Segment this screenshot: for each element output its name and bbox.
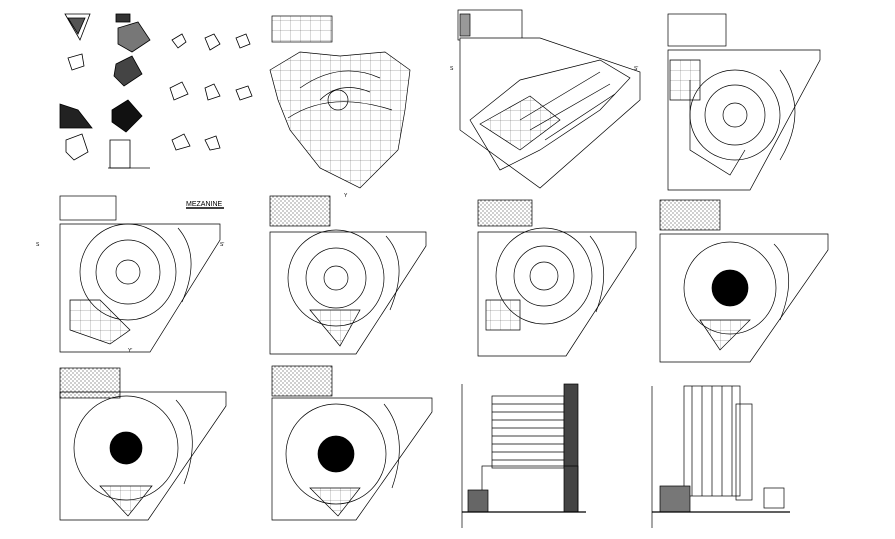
grid-mark-y-prime: Y' <box>128 348 132 354</box>
section-mark-left: S <box>450 66 454 72</box>
section-mark-right: S' <box>634 66 638 72</box>
floor-plan-5 <box>59 367 227 521</box>
section-mark-right-2: S' <box>220 242 224 248</box>
floor-plan-4 <box>659 199 829 363</box>
floor-plan-6 <box>271 365 433 521</box>
floor-plan-2 <box>269 195 427 355</box>
ground-floor-plan <box>457 9 641 189</box>
floor-plan-3 <box>477 199 637 357</box>
mezzanine-label: MEZANINE <box>186 201 223 208</box>
grid-mark-y: Y <box>344 193 348 199</box>
section-markers: S S' S S' Y Y' <box>36 66 638 354</box>
roof-plan <box>269 15 411 189</box>
mezzanine-plan <box>59 195 221 353</box>
front-elevation <box>461 383 586 528</box>
upper-floor-plan-1 <box>667 13 821 191</box>
side-elevation <box>651 385 790 528</box>
section-mark-left-2: S <box>36 242 40 248</box>
key-plan-symbols <box>59 13 253 169</box>
